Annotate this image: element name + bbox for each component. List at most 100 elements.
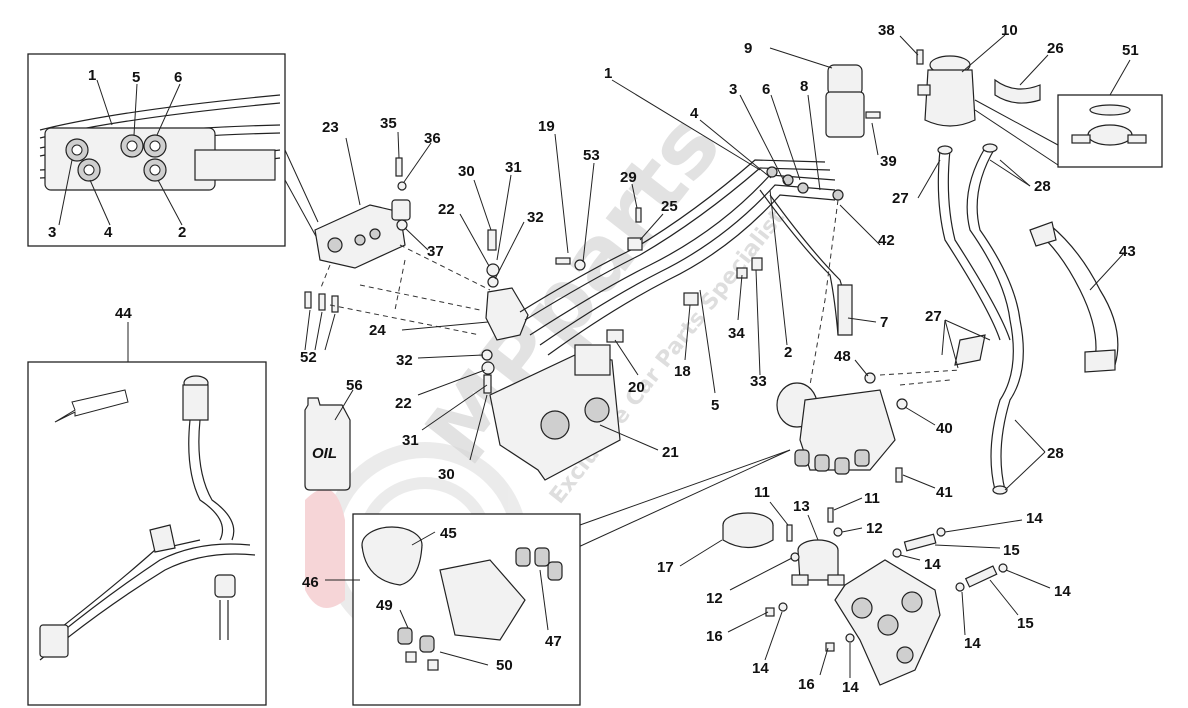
callout-49: 49: [376, 597, 393, 614]
pipe-15a: [903, 533, 937, 552]
oil-can-label: OIL: [312, 445, 337, 462]
callout-24: 24: [369, 322, 386, 339]
callout-11b: 11: [864, 490, 880, 507]
reservoir-10: [917, 55, 976, 127]
callout-15b: 15: [1017, 615, 1034, 632]
callout-22: 22: [438, 201, 455, 218]
callout-14e: 14: [752, 660, 769, 677]
callout-12b: 12: [706, 590, 723, 607]
callout-3: 3: [48, 224, 56, 241]
callout-32: 32: [527, 209, 544, 226]
callout-8: 8: [800, 78, 808, 95]
callout-38: 38: [878, 22, 895, 39]
callout-1: 1: [88, 67, 96, 84]
callout-14f: 14: [842, 679, 859, 696]
callout-18: 18: [674, 363, 691, 380]
callout-14b: 14: [924, 556, 941, 573]
strap-26: [994, 78, 1041, 104]
callout-4b: 4: [690, 105, 699, 122]
callout-6b: 6: [762, 81, 770, 98]
callout-56: 56: [346, 377, 363, 394]
callout-34: 34: [728, 325, 745, 342]
callout-7: 7: [880, 314, 888, 331]
callout-14d: 14: [964, 635, 981, 652]
callout-44: 44: [115, 305, 132, 322]
callout-51: 51: [1122, 42, 1139, 59]
callout-45: 45: [440, 525, 457, 542]
callout-27a: 27: [892, 190, 909, 207]
callout-46: 46: [302, 574, 319, 591]
callout-27b: 27: [925, 308, 942, 325]
callout-2b: 2: [784, 344, 792, 361]
callout-40: 40: [936, 420, 953, 437]
callout-14c: 14: [1054, 583, 1071, 600]
callout-37: 37: [427, 243, 444, 260]
callout-41: 41: [936, 484, 953, 501]
callout-42: 42: [878, 232, 895, 249]
callout-50: 50: [496, 657, 513, 674]
callout-15a: 15: [1003, 542, 1020, 559]
detail-box-overview: [27, 361, 267, 706]
callout-16a: 16: [706, 628, 723, 645]
bolts-52: [304, 291, 339, 313]
callout-30b: 30: [438, 466, 455, 483]
detail-link-line: [284, 179, 319, 241]
callout-53: 53: [583, 147, 600, 164]
hoses-27-28: [937, 143, 1024, 495]
callout-48: 48: [834, 348, 851, 365]
callout-1b: 1: [604, 65, 612, 82]
callout-19: 19: [538, 118, 555, 135]
detail-box-valve-hoses: [27, 53, 286, 247]
valve-block-23: [314, 199, 411, 269]
callout-28a: 28: [1034, 178, 1051, 195]
clips: [555, 207, 763, 343]
pump-assembly: [776, 372, 908, 483]
callout-labels: 1 5 6 3 4 2 23 35 36 37 30 31 22 32 19 5…: [48, 22, 1139, 696]
hose-43: [1029, 221, 1119, 373]
callout-22b: 22: [395, 395, 412, 412]
callout-47: 47: [545, 633, 562, 650]
mount-bracket-21: [489, 344, 621, 481]
callout-20: 20: [628, 379, 645, 396]
bracket-24: [481, 229, 529, 394]
callout-12: 12: [866, 520, 883, 537]
detail-link-line: [284, 149, 319, 223]
clamp-13: [791, 539, 845, 586]
plate-bracket: [834, 559, 941, 686]
callout-39: 39: [880, 153, 897, 170]
callout-32b: 32: [396, 352, 413, 369]
callout-14a: 14: [1026, 510, 1043, 527]
oil-can-56: [304, 397, 351, 491]
callout-33: 33: [750, 373, 767, 390]
callout-21: 21: [662, 444, 679, 461]
callout-11: 11: [754, 484, 770, 501]
hose-bundle: [519, 159, 853, 356]
callout-16b: 16: [798, 676, 815, 693]
callout-13: 13: [793, 498, 810, 515]
callout-36: 36: [424, 130, 441, 147]
callout-6: 6: [174, 69, 182, 86]
callout-9: 9: [744, 40, 752, 57]
callout-4: 4: [104, 224, 113, 241]
callout-31b: 31: [402, 432, 419, 449]
callout-23: 23: [322, 119, 339, 136]
callout-35: 35: [380, 115, 397, 132]
reservoir-9: [825, 64, 865, 138]
callout-17: 17: [657, 559, 674, 576]
callout-28b: 28: [1047, 445, 1064, 462]
callout-3b: 3: [729, 81, 737, 98]
callout-31: 31: [505, 159, 522, 176]
detail-box-pump: [352, 513, 581, 706]
callout-29: 29: [620, 169, 637, 186]
callout-43: 43: [1119, 243, 1136, 260]
callout-2: 2: [178, 224, 186, 241]
callout-5b: 5: [711, 397, 719, 414]
pipe-15b: [964, 565, 998, 588]
callout-5: 5: [132, 69, 140, 86]
band-17: [722, 512, 774, 549]
callout-26: 26: [1047, 40, 1064, 57]
callout-10: 10: [1001, 22, 1018, 39]
callout-25: 25: [661, 198, 678, 215]
